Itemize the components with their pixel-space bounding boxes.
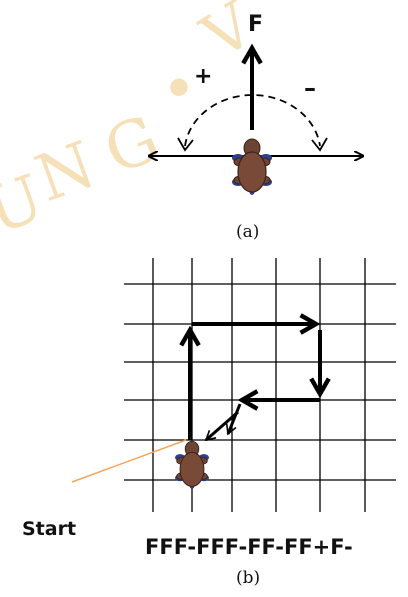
forward-label: F (248, 12, 264, 37)
start-label: Start (22, 518, 77, 540)
turtle-icon (231, 138, 273, 196)
watermark-letter-3: G (95, 102, 170, 190)
minus-label: – (304, 74, 316, 102)
rotation-arc (184, 94, 321, 147)
watermark: U N G • V (0, 0, 267, 249)
caption-b: (b) (236, 568, 261, 588)
path-segment-diagonal-2 (204, 410, 239, 442)
start-pointer-line (71, 439, 187, 483)
plus-label: + (194, 64, 213, 89)
turtle-path (190, 324, 320, 442)
panel-a (150, 48, 362, 196)
caption-a: (a) (236, 222, 260, 242)
rotation-arc-left-head (177, 137, 194, 152)
rotation-arc-right-head (311, 137, 328, 152)
start-turtle-icon (174, 440, 210, 490)
path-segment-diagonal (225, 403, 242, 436)
command-string: FFF-FFF-FF-FF+F- (145, 535, 353, 559)
watermark-letter-4: • (148, 50, 212, 128)
panel-b-grid (124, 258, 396, 512)
